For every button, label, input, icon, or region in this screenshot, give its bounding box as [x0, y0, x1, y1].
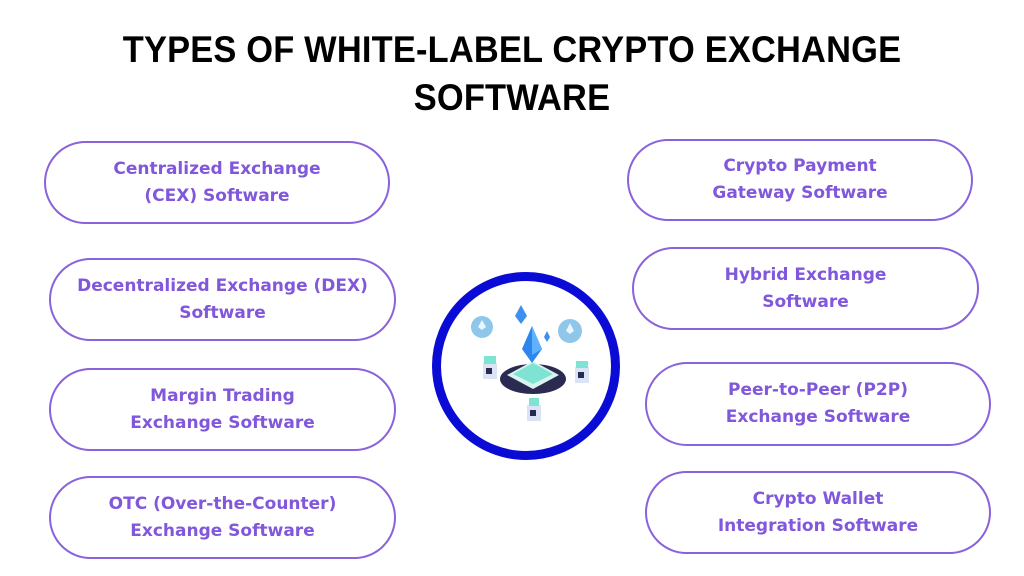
page-title-line-1: TYPES OF WHITE-LABEL CRYPTO EXCHANGE — [122, 29, 902, 70]
pill-label: OTC (Over-the-Counter) Exchange Software — [108, 493, 337, 541]
pill-otc-software[interactable]: OTC (Over-the-Counter) Exchange Software — [49, 476, 396, 559]
pill-dex-software[interactable]: Decentralized Exchange (DEX) Software — [49, 258, 396, 341]
pill-label: Centralized Exchange (CEX) Software — [113, 158, 321, 206]
pill-payment-gateway-software[interactable]: Crypto Payment Gateway Software — [627, 139, 973, 221]
pill-label: Peer-to-Peer (P2P) Exchange Software — [725, 380, 911, 427]
pill-cex-software[interactable]: Centralized Exchange (CEX) Software — [44, 141, 390, 224]
pill-wallet-integration-software[interactable]: Crypto Wallet Integration Software — [645, 471, 991, 554]
pill-label: Decentralized Exchange (DEX) Software — [77, 275, 368, 323]
pill-label: Margin Trading Exchange Software — [130, 385, 315, 433]
pill-p2p-exchange-software[interactable]: Peer-to-Peer (P2P) Exchange Software — [645, 362, 991, 446]
pill-hybrid-exchange-software[interactable]: Hybrid Exchange Software — [632, 247, 979, 330]
pill-margin-trading-software[interactable]: Margin Trading Exchange Software — [49, 368, 396, 451]
page-title-line-2: SOFTWARE — [413, 77, 611, 118]
page-title: TYPES OF WHITE-LABEL CRYPTO EXCHANGE SOF… — [36, 26, 988, 122]
central-hub-circle — [432, 272, 620, 460]
pill-label: Crypto Payment Gateway Software — [712, 156, 888, 203]
pill-label: Crypto Wallet Integration Software — [717, 488, 919, 536]
ethereum-network-icon — [471, 305, 589, 421]
pill-label: Hybrid Exchange Software — [724, 264, 887, 312]
